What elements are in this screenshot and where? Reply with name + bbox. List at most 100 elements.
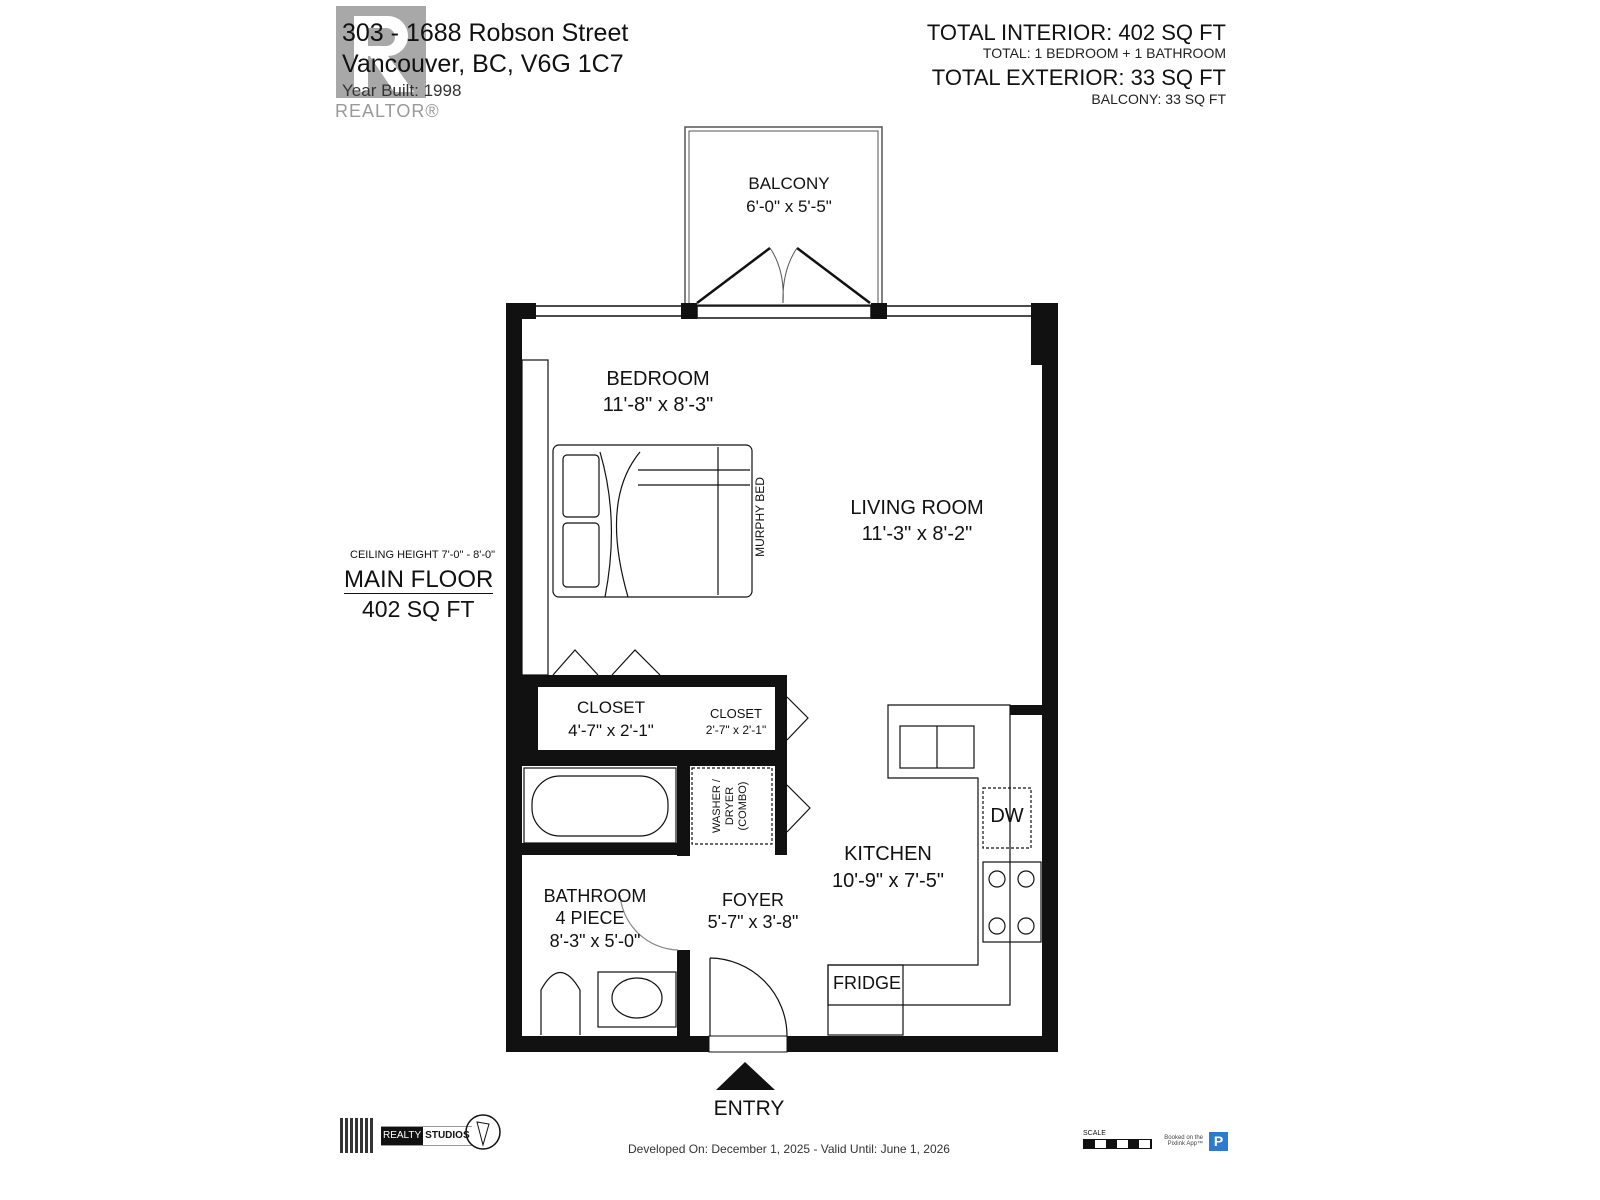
qr-code[interactable] — [340, 1118, 375, 1153]
bathroom-name: BATHROOM — [544, 886, 647, 906]
bedroom-name: BEDROOM — [606, 368, 709, 390]
plan-line — [696, 247, 871, 304]
plan-line — [522, 843, 690, 855]
year-built: Year Built: 1998 — [342, 81, 462, 100]
plan-line: WASHER / — [711, 778, 723, 833]
entry-door — [709, 957, 788, 1037]
fridge-label: FRIDGE — [833, 973, 901, 993]
ceiling-height: CEILING HEIGHT 7'-0" - 8'-0" — [350, 549, 496, 561]
murphy-bed — [552, 444, 753, 598]
developed-date: Developed On: December 1, 2025 - Valid U… — [628, 1142, 950, 1156]
toilet-icon — [540, 972, 581, 1035]
plan-line — [688, 130, 879, 306]
plan-line — [522, 687, 538, 750]
living-room-name: LIVING ROOM — [850, 497, 983, 519]
plan-line: DRYER — [724, 787, 736, 825]
north-compass-icon — [465, 1114, 501, 1150]
bathroom-sink-icon — [611, 977, 663, 1019]
fridge — [827, 964, 904, 1036]
foyer-name: FOYER — [722, 890, 784, 910]
plan-line — [988, 917, 1006, 935]
bathroom-type: 4 PIECE — [555, 908, 624, 928]
scale-bar — [1083, 1139, 1152, 1149]
washer-dryer — [691, 767, 773, 845]
plan-line — [769, 247, 798, 304]
entry-arrow-icon — [716, 1062, 775, 1090]
balcony — [684, 126, 883, 306]
plan-line — [522, 750, 787, 766]
closet1-size: 4'-7" x 2'-1" — [568, 721, 654, 740]
realtor-r-icon — [354, 16, 414, 92]
closet-doors — [552, 649, 661, 676]
balcony-name: BALCONY — [748, 174, 829, 193]
plan-line — [562, 522, 600, 588]
plan-line: BALCONY 6'-0" x 5'-5" BEDROOM 11'-8" x 8… — [544, 174, 1024, 1120]
booked-text: Booked on the Pixlink App™ — [1164, 1135, 1203, 1147]
plan-line — [1042, 303, 1058, 1052]
window-lines — [536, 305, 1031, 319]
plan-line — [684, 126, 883, 306]
address-line2: Vancouver, BC, V6G 1C7 — [342, 50, 624, 78]
plan-line — [521, 359, 1042, 1037]
foyer-size: 5'-7" x 3'-8" — [708, 912, 799, 932]
entry-label: ENTRY — [714, 1097, 785, 1120]
washer-dryer-label: WASHER / DRYER (COMBO) — [711, 778, 749, 833]
address-line1: 303 - 1688 Robson Street — [342, 19, 629, 47]
realtor-logo — [336, 6, 426, 98]
vanity — [597, 971, 677, 1028]
plan-line — [599, 451, 641, 598]
scale-label: SCALE — [1083, 1130, 1106, 1137]
plan-line — [506, 303, 522, 1052]
bathroom-size: 8'-3" x 5'-0" — [550, 931, 641, 951]
entry-door-threshold — [708, 1035, 788, 1053]
murphy-wall — [521, 359, 549, 676]
closet2-name: CLOSET — [710, 706, 762, 721]
realty-studios-logo: REALTY STUDIOS — [381, 1126, 472, 1146]
plan-line — [681, 303, 697, 319]
interior-walls — [522, 675, 1042, 1036]
murphy-bed-label: MURPHY BED — [753, 477, 767, 557]
balcony-size: 6'-0" x 5'-5" — [746, 197, 832, 216]
plan-line — [531, 775, 669, 837]
brand-part2: STUDIOS — [425, 1130, 470, 1141]
pixlink-icon: P — [1209, 1132, 1228, 1151]
bathtub — [523, 767, 677, 844]
plan-line — [522, 675, 787, 687]
bathroom-door — [619, 894, 679, 951]
plan-line — [1010, 705, 1042, 715]
plan-line — [677, 766, 690, 856]
plan-line — [871, 303, 887, 319]
plan-line — [1017, 917, 1035, 935]
plan-line — [677, 950, 690, 1036]
plan-line: (COMBO) — [737, 782, 749, 831]
closet1-name: CLOSET — [577, 698, 645, 717]
plan-line — [562, 454, 600, 518]
bedroom-size: 11'-8" x 8'-3" — [603, 394, 713, 416]
plan-line — [696, 305, 872, 319]
brand-part1: REALTY — [381, 1127, 424, 1145]
stove-icon — [982, 861, 1042, 943]
plan-line — [465, 1114, 501, 1150]
balcony-area: BALCONY: 33 SQ FT — [1091, 91, 1226, 107]
dishwasher — [982, 787, 1032, 849]
closet2-size: 2'-7" x 2'-1" — [706, 723, 766, 737]
plan-line — [476, 1121, 490, 1147]
plan-line — [988, 870, 1006, 888]
total-exterior: TOTAL EXTERIOR: 33 SQ FT — [931, 65, 1226, 90]
plan-line — [552, 444, 753, 598]
plan-line — [506, 303, 536, 319]
realtor-watermark-text: REALTOR® — [335, 101, 440, 121]
plan-line — [354, 16, 414, 92]
dw-label: DW — [990, 805, 1023, 827]
total-rooms: TOTAL: 1 BEDROOM + 1 BATHROOM — [982, 45, 1226, 61]
kitchen-name: KITCHEN — [844, 843, 932, 865]
floor-area: 402 SQ FT — [362, 596, 475, 622]
kitchen-size: 10'-9" x 7'-5" — [832, 870, 944, 892]
plan-line — [1017, 870, 1035, 888]
total-interior: TOTAL INTERIOR: 402 SQ FT — [926, 20, 1226, 45]
floor-name: MAIN FLOOR — [344, 566, 494, 594]
living-room-size: 11'-3" x 8'-2" — [862, 523, 972, 545]
closet-doors-2 — [786, 696, 811, 833]
